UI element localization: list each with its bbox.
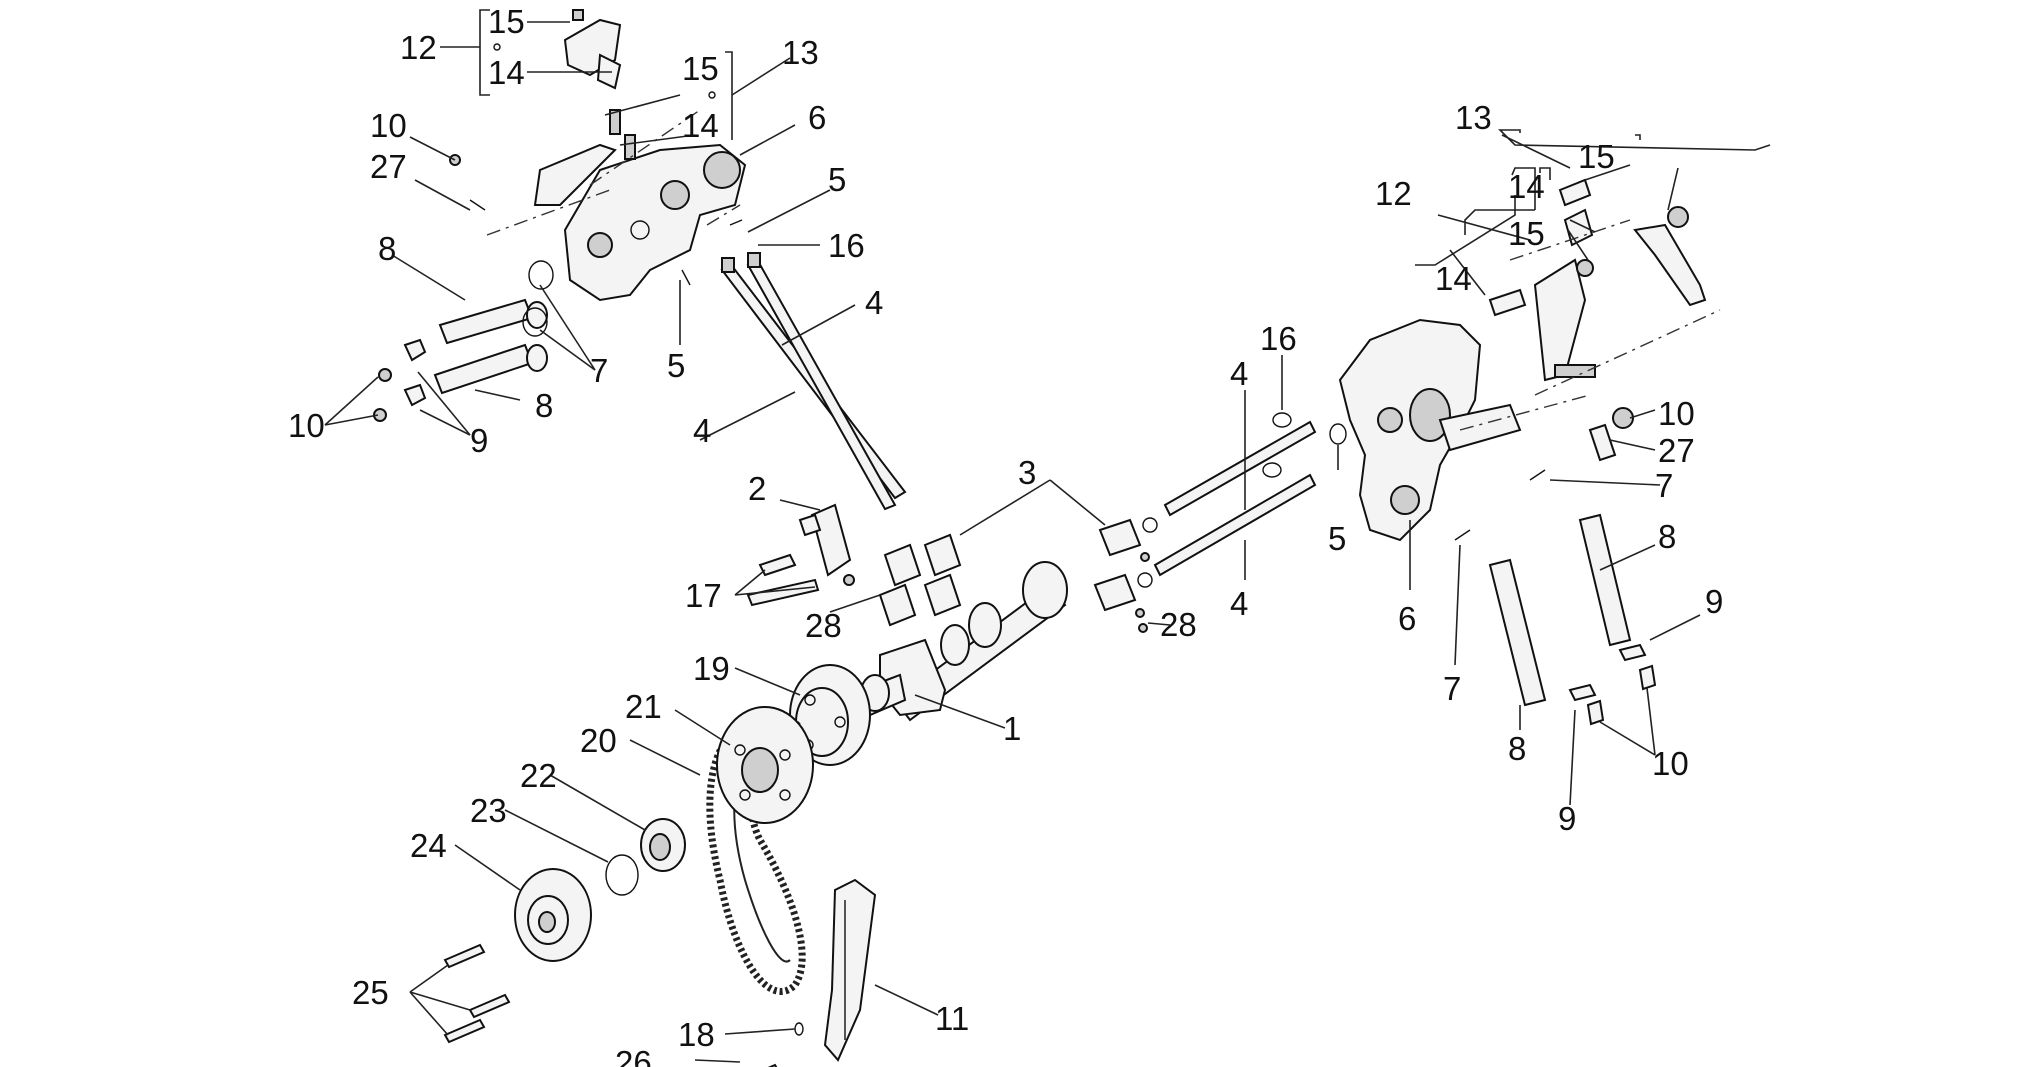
callout-9-a: 9 xyxy=(470,422,488,459)
callout-12-a: 12 xyxy=(400,29,437,66)
leader-lines xyxy=(324,9,1771,1063)
callout-8-d: 8 xyxy=(1508,730,1526,767)
callout-14-c: 14 xyxy=(1508,168,1545,205)
left-pushrods xyxy=(681,219,907,511)
callout-5-c: 5 xyxy=(1328,520,1346,557)
callout-21: 21 xyxy=(625,688,662,725)
tappets xyxy=(878,517,1158,633)
callout-19: 19 xyxy=(693,650,730,687)
callout-10-b: 10 xyxy=(288,407,325,444)
callout-8-b: 8 xyxy=(535,387,553,424)
callout-labels: 15 12 14 15 13 14 10 6 27 5 16 8 4 7 5 1… xyxy=(288,3,1723,1067)
bolts xyxy=(443,943,804,1067)
callout-6-a: 6 xyxy=(808,99,826,136)
callout-13-b: 13 xyxy=(1455,99,1492,136)
callout-2: 2 xyxy=(748,470,766,507)
callout-15-a: 15 xyxy=(488,3,525,40)
cam-plate xyxy=(746,503,855,607)
callout-10-c: 10 xyxy=(1658,395,1695,432)
callout-11: 11 xyxy=(935,1000,969,1037)
callout-8-c: 8 xyxy=(1658,518,1676,555)
callout-26: 26 xyxy=(615,1044,652,1067)
right-pushrods xyxy=(1153,412,1347,577)
callout-4-c: 4 xyxy=(1230,355,1248,392)
parts-drawing xyxy=(373,9,1721,1067)
callout-7-a: 7 xyxy=(590,352,608,389)
callout-4-a: 4 xyxy=(865,284,883,321)
callout-9-c: 9 xyxy=(1558,800,1576,837)
callout-12-b: 12 xyxy=(1375,175,1412,212)
right-rocker-support xyxy=(1338,178,1721,542)
callout-15-c: 15 xyxy=(1578,138,1615,175)
callout-7-c: 7 xyxy=(1443,670,1461,707)
callout-25: 25 xyxy=(352,974,389,1011)
callout-4-b: 4 xyxy=(693,412,711,449)
callout-4-d: 4 xyxy=(1230,585,1248,622)
callout-15-d: 15 xyxy=(1508,215,1545,252)
callout-17: 17 xyxy=(685,577,722,614)
callout-28-b: 28 xyxy=(1160,606,1197,643)
idler-bearing-assembly xyxy=(514,818,686,962)
callout-27-a: 27 xyxy=(370,148,407,185)
callout-16-a: 16 xyxy=(828,227,865,264)
callout-27-b: 27 xyxy=(1658,432,1695,469)
right-rocker-shafts xyxy=(1454,469,1657,726)
callout-9-b: 9 xyxy=(1705,583,1723,620)
callout-1: 1 xyxy=(1003,710,1021,747)
callout-15-b: 15 xyxy=(682,50,719,87)
callout-24: 24 xyxy=(410,827,447,864)
callout-3: 3 xyxy=(1018,454,1036,491)
callout-23: 23 xyxy=(470,792,507,829)
callout-10-a: 10 xyxy=(370,107,407,144)
callout-14-b: 14 xyxy=(682,107,719,144)
callout-18: 18 xyxy=(678,1016,715,1053)
callout-5-b: 5 xyxy=(667,347,685,384)
callout-22: 22 xyxy=(520,757,557,794)
callout-5-a: 5 xyxy=(828,161,846,198)
callout-6-b: 6 xyxy=(1398,600,1416,637)
callout-13-a: 13 xyxy=(782,34,819,71)
callout-14-a: 14 xyxy=(488,54,525,91)
timing-chain xyxy=(706,706,814,995)
callout-7-b: 7 xyxy=(1655,467,1673,504)
callout-8-a: 8 xyxy=(378,230,396,267)
callout-14-d: 14 xyxy=(1435,260,1472,297)
left-rocker-shafts xyxy=(373,260,554,422)
callout-16-b: 16 xyxy=(1260,320,1297,357)
callout-20: 20 xyxy=(580,722,617,759)
chain-tensioner xyxy=(823,878,877,1062)
callout-10-d: 10 xyxy=(1652,745,1689,782)
callout-28-a: 28 xyxy=(805,607,842,644)
camshaft xyxy=(858,561,1068,722)
left-rocker-support xyxy=(449,9,747,302)
